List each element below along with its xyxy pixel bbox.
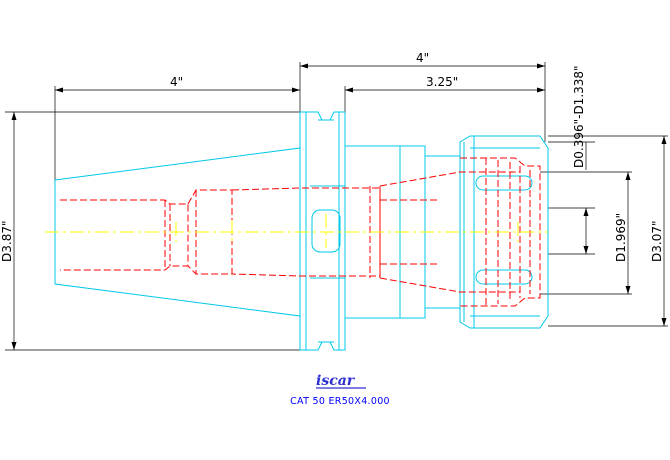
center-lines	[45, 214, 548, 248]
dim-d-large: D3.87"	[0, 221, 14, 262]
dimension-lines	[5, 62, 668, 351]
dim-left-length: 4"	[170, 75, 183, 89]
dim-right-length: 3.25"	[426, 75, 458, 89]
dim-top-overall: 4"	[416, 51, 429, 65]
dim-d-collet-range: D0.396"-D1.338"	[572, 65, 586, 168]
logo-text: iscar	[316, 373, 356, 389]
dim-d-nut-outer: D3.07"	[650, 221, 664, 262]
dimension-arrows	[11, 63, 667, 350]
drawing-caption: CAT 50 ER50X4.000	[290, 396, 390, 407]
dim-d-nut-inner: D1.969"	[614, 213, 628, 262]
holder-outline	[54, 111, 549, 351]
iscar-logo: iscar	[316, 373, 366, 389]
